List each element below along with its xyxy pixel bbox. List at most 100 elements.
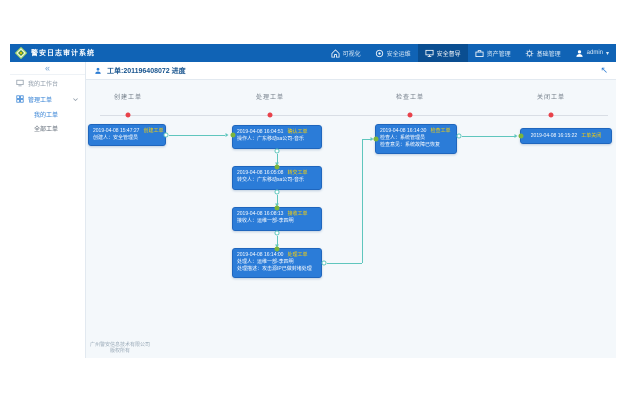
node-time: 2019-04-08 15:47:27 — [93, 128, 140, 134]
node-time: 2019-04-08 16:05:08 — [237, 170, 284, 176]
shield-icon — [375, 49, 383, 57]
top-navbar: 警安日志审计系统 可视化 安全运维 — [10, 44, 616, 62]
node-action: 检查工单 — [430, 128, 451, 134]
connector-line — [362, 139, 363, 263]
nav-item-label: 基础管理 — [536, 51, 561, 58]
connector-line — [277, 236, 278, 245]
sidebar-item-workbench[interactable]: 我的工作台 — [10, 75, 85, 91]
nav-item-security-ops[interactable]: 安全运维 — [368, 44, 418, 62]
sidebar-collapse-icon[interactable]: « — [10, 62, 85, 75]
stage-dot — [407, 112, 413, 118]
connector-end-dot — [274, 246, 280, 252]
sidebar-subitem-label: 我的工单 — [34, 112, 59, 119]
app-title: 警安日志审计系统 — [31, 50, 95, 57]
main-content: 工单:201196408072 进度 ↖ 创建工单 处理工单 检查工单 关闭工单… — [86, 62, 616, 358]
workbench-icon — [16, 79, 24, 87]
stage-label-create: 创建工单 — [113, 95, 142, 101]
page-title: 工单:201196408072 进度 — [107, 67, 186, 75]
node-time: 2019-04-08 16:04:51 — [237, 129, 284, 135]
connector-arrow-icon — [275, 244, 279, 248]
node-action: 工单关闭 — [581, 132, 602, 139]
nav-item-asset-management[interactable]: 资产管理 — [468, 44, 518, 62]
stage-dot — [267, 112, 273, 118]
node-action: 创建工单 — [143, 128, 164, 134]
nav-item-security-supervision[interactable]: 安全督导 — [417, 44, 468, 62]
connector-line — [462, 136, 515, 137]
sidebar-subitem-my-tickets[interactable]: 我的工单 — [10, 107, 85, 121]
connector-arrow-icon — [225, 133, 229, 137]
connector-start-circle — [163, 132, 169, 138]
brand-logo-icon — [15, 47, 27, 59]
stage-label-inspect: 检查工单 — [395, 95, 424, 101]
home-icon — [331, 48, 340, 58]
nav-item-label: 安全运维 — [386, 51, 411, 58]
node-action: 接收工单 — [287, 211, 308, 217]
gear-icon — [525, 49, 533, 57]
footer-rights: 版权所有 — [109, 348, 130, 354]
stage-dot — [548, 112, 554, 118]
connector-start-circle — [274, 189, 280, 195]
connector-arrow-icon — [370, 137, 374, 141]
node-detail: 处理描述：攻击源IP已做封堵处理 — [237, 266, 312, 272]
brand: 警安日志审计系统 — [10, 47, 95, 59]
sidebar: « 我的工作台 管理工单 我的工单 全部工单 — [10, 62, 86, 358]
connector-end-dot — [373, 136, 379, 142]
nav-menu: 可视化 安全运维 安全督导 — [324, 44, 616, 62]
connector-end-dot — [274, 205, 280, 211]
nav-item-visualization[interactable]: 可视化 — [324, 44, 368, 62]
nav-user-label: admin — [586, 50, 603, 56]
connector-line — [362, 139, 371, 140]
briefcase-icon — [475, 49, 484, 57]
sidebar-item-label: 管理工单 — [28, 97, 53, 104]
sidebar-item-manage-tickets[interactable]: 管理工单 — [10, 91, 85, 107]
node-action: 处理工单 — [287, 252, 308, 258]
back-icon[interactable]: ↖ — [600, 65, 608, 75]
connector-end-dot — [518, 133, 524, 139]
sidebar-subitem-label: 全部工单 — [34, 126, 59, 133]
connector-arrow-icon — [275, 162, 279, 166]
node-time: 2019-04-08 16:08:13 — [237, 211, 284, 217]
monitor-icon — [425, 49, 434, 57]
connector-arrow-icon — [275, 203, 279, 207]
user-icon — [575, 49, 583, 57]
chevron-down-icon — [73, 97, 78, 101]
ticket-icon — [95, 67, 101, 74]
connector-line — [169, 135, 225, 136]
node-time: 2019-04-08 16:14:30 — [380, 128, 427, 134]
footer-copyright: 广州警安信息技术有限公司 版权所有 — [88, 342, 152, 354]
node-detail: 操作人：广东移动sa公司-音乐 — [237, 136, 304, 142]
node-detail: 创建人：安全管理员 — [93, 135, 139, 141]
connector-arrow-icon — [514, 134, 518, 138]
node-detail: 处理人：运维一部-李四明 — [237, 259, 294, 265]
nav-item-label: 安全督导 — [436, 51, 461, 58]
connector-line — [327, 263, 362, 264]
nav-user-menu[interactable]: admin ▾ — [568, 44, 616, 62]
connector-line — [277, 154, 278, 163]
nav-item-base-management[interactable]: 基础管理 — [518, 44, 568, 62]
connector-start-circle — [274, 230, 280, 236]
node-action: 确认工单 — [287, 129, 308, 135]
grid-icon — [16, 95, 24, 103]
caret-down-icon: ▾ — [605, 50, 609, 57]
node-detail: 接收人：运维一部-李四明 — [237, 218, 294, 224]
node-time: 2019-04-08 16:15:22 — [530, 132, 578, 139]
sidebar-item-label: 我的工作台 — [28, 81, 59, 88]
stage-timeline — [100, 115, 608, 116]
footer-company: 广州警安信息技术有限公司 — [89, 342, 150, 348]
node-detail: 转交人：广东移动sa公司-音乐 — [237, 177, 304, 183]
connector-end-dot — [230, 132, 236, 138]
stage-label-close: 关闭工单 — [536, 95, 565, 101]
sidebar-subitem-all-tickets[interactable]: 全部工单 — [10, 121, 85, 135]
node-detail: 检查意见：系统故障已恢复 — [380, 142, 441, 148]
stage-label-process: 处理工单 — [255, 95, 284, 101]
connector-start-circle — [456, 133, 462, 139]
content-header: 工单:201196408072 进度 ↖ — [86, 62, 616, 80]
nav-item-label: 资产管理 — [486, 51, 511, 58]
